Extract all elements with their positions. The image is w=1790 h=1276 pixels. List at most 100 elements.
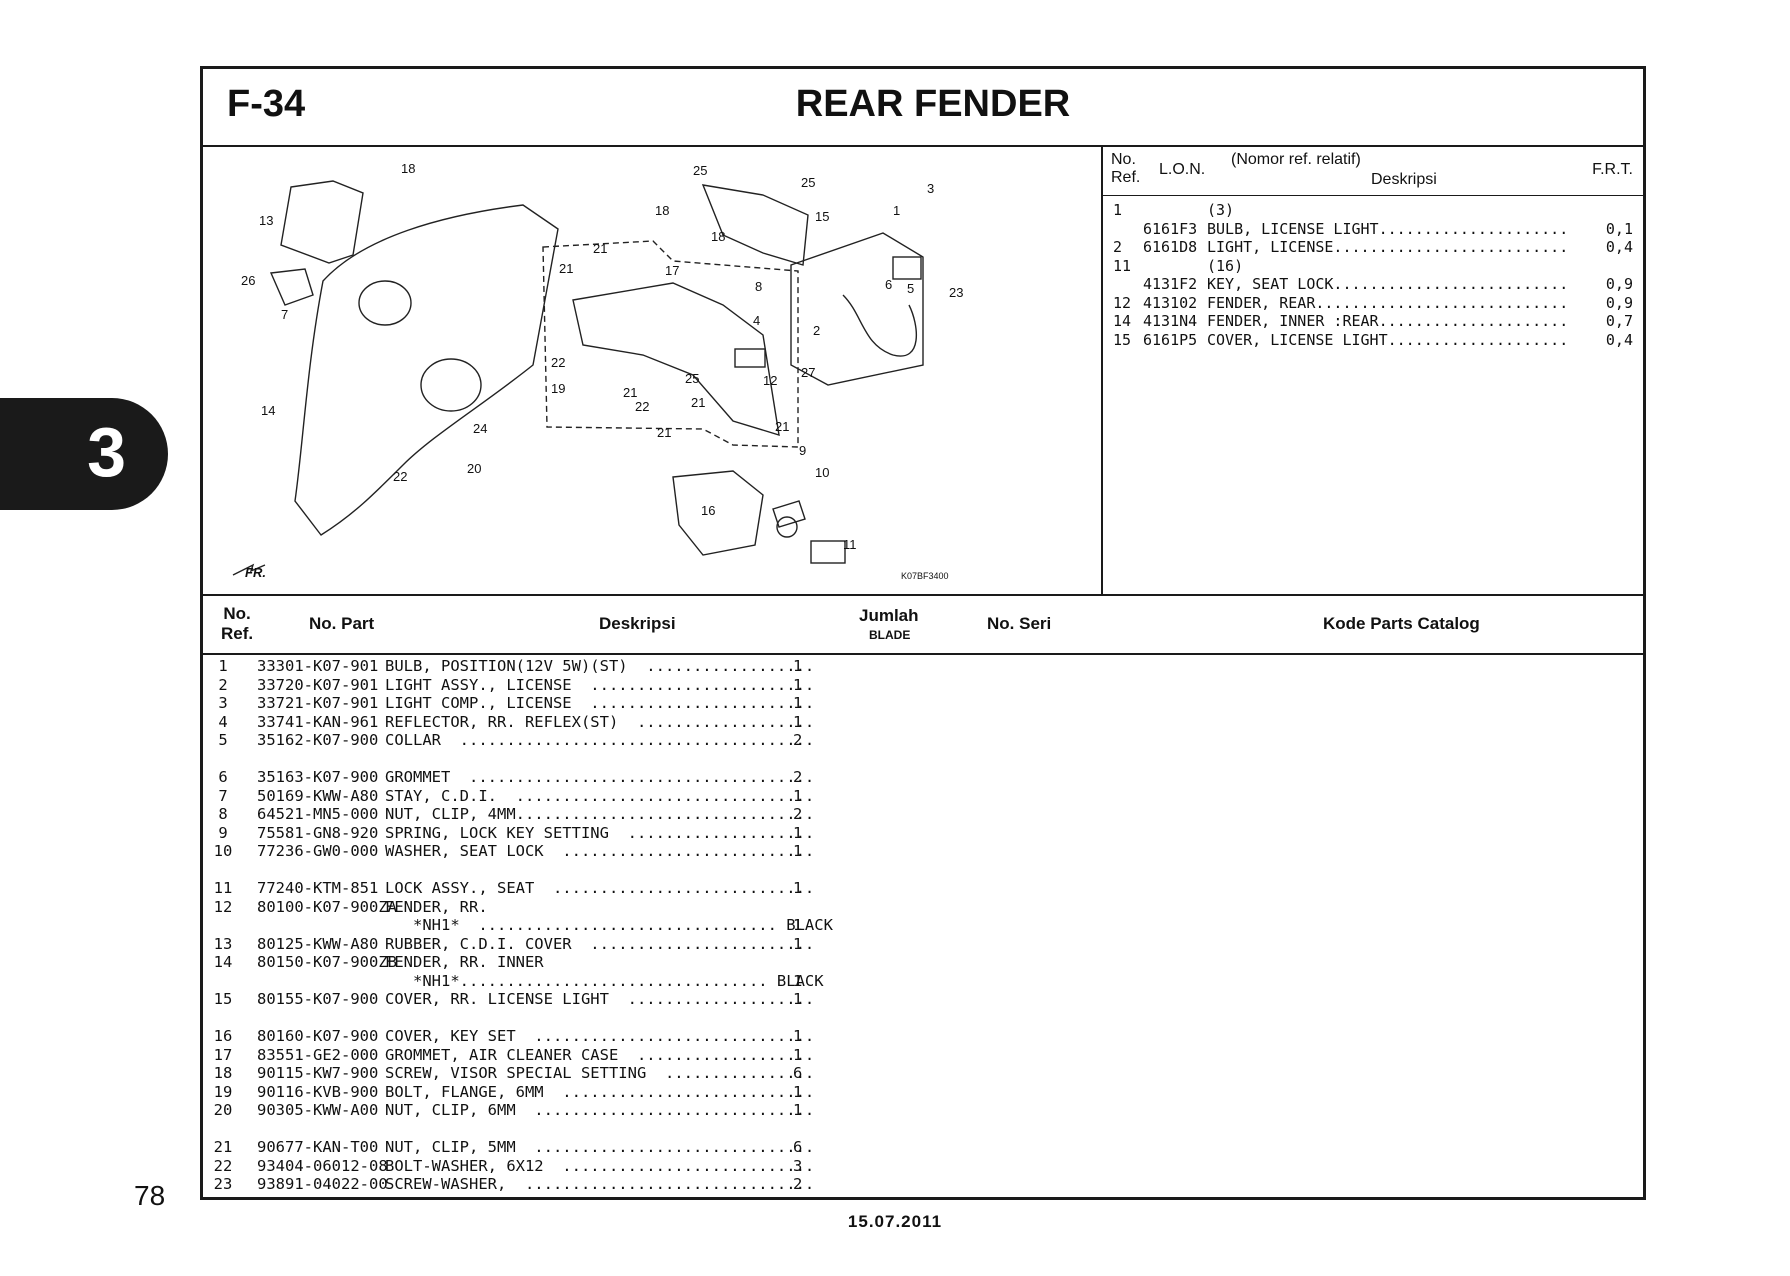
callout-number: 22 (635, 399, 649, 414)
callout-number: 8 (755, 279, 762, 294)
lon-cell-desc: FENDER, INNER :REAR..................... (1207, 312, 1569, 330)
part-14-opening-b (420, 358, 482, 412)
footer-date: 15.07.2011 (847, 1212, 943, 1231)
lon-cell-frt: 0,4 (1605, 238, 1633, 256)
parts-cell-qty: 6 (793, 1138, 803, 1156)
lon-cell-desc: FENDER, REAR............................ (1207, 293, 1569, 312)
lon-cell-lon: 6161D8 (1143, 238, 1198, 256)
callout-number: 4 (753, 313, 760, 328)
callout-number: 22 (551, 355, 565, 370)
parts-cell-part: 90677-KAN-T00 (257, 1138, 379, 1156)
parts-cell-part: 35163-K07-900 (257, 768, 379, 786)
parts-cell-ref: 15 (213, 990, 233, 1008)
parts-cell-ref: 18 (213, 1064, 233, 1082)
lon-cell-lon: 4131F2 (1143, 275, 1198, 293)
parts-cell-ref: 4 (218, 712, 228, 731)
fender-assembly-box (542, 240, 799, 448)
lon-cell-frt: 0,4 (1605, 330, 1633, 349)
callout-number: 11 (843, 537, 857, 552)
parts-cell-qty: 1 (793, 916, 803, 934)
parts-row: *NH1* ................................ B… (203, 916, 1643, 935)
parts-cell-desc: COVER, RR. LICENSE LIGHT ...............… (385, 990, 815, 1008)
parts-cell-qty: 1 (793, 1027, 803, 1045)
lon-row: 15 6161P5 COVER, LICENSE LIGHT............… (1103, 331, 1643, 350)
parts-cell-desc: *NH1*................................. B… (385, 971, 824, 990)
parts-cell-part: 75581-GN8-920 (257, 823, 379, 842)
parts-cell-desc: NUT, CLIP, 6MM .........................… (385, 1101, 815, 1119)
lon-cell-ref: 12 (1113, 293, 1132, 312)
parts-cell-desc: STAY, C.D.I. ...........................… (385, 786, 815, 805)
parts-cell-ref: 13 (213, 934, 233, 953)
part-14-inner-fender (294, 204, 559, 536)
lon-cell-lon: 6161P5 (1143, 330, 1198, 349)
figure-reference-code: K07BF3400 (901, 571, 949, 581)
page-title: REAR FENDER (795, 83, 1071, 125)
part-14-opening-a (358, 280, 412, 326)
lon-cell-desc: COVER, LICENSE LIGHT.................... (1207, 330, 1569, 349)
parts-cell-desc: LIGHT ASSY., LICENSE ...................… (385, 675, 815, 694)
title-bar: F-34 REAR FENDER (203, 69, 1643, 147)
callout-number: 21 (691, 395, 705, 410)
parts-header-kode: Kode Parts Catalog (1323, 614, 1480, 633)
callout-number: 21 (775, 419, 789, 434)
parts-cell-part: 35162-K07-900 (257, 731, 379, 749)
parts-cell-part: 80160-K07-900 (257, 1027, 379, 1045)
parts-cell-qty: 1 (793, 675, 803, 694)
parts-cell-qty: 1 (793, 712, 803, 731)
lon-header-lon: L.O.N. (1159, 161, 1206, 178)
parts-cell-desc: WASHER, SEAT LOCK ......................… (385, 842, 815, 860)
parts-cell-desc: GROMMET ................................… (385, 768, 815, 786)
callout-number: 9 (799, 443, 806, 458)
page-number: 78 (134, 1180, 166, 1211)
parts-row: *NH1*................................. B… (203, 972, 1643, 991)
section-tab-number: 3 (87, 413, 126, 491)
parts-cell-desc: NUT, CLIP, 4MM..........................… (385, 805, 815, 823)
parts-cell-part: 77240-KTM-851 (257, 879, 379, 897)
parts-cell-part: 83551-GE2-000 (257, 1045, 379, 1064)
parts-cell-desc: NUT, CLIP, 5MM .........................… (385, 1138, 815, 1156)
lon-cell-lon: 6161F3 (1143, 219, 1198, 238)
part-16-key-cover (672, 470, 764, 556)
callout-number: 6 (885, 277, 892, 292)
parts-cell-qty: 1 (793, 657, 803, 675)
parts-cell-ref: 16 (213, 1027, 233, 1045)
callout-number: 27 (801, 365, 815, 380)
parts-cell-qty: 1 (793, 971, 803, 990)
figure-code: F-34 (227, 83, 306, 125)
callout-number: 18 (401, 161, 415, 176)
callout-number: 5 (907, 281, 914, 296)
parts-cell-ref: 7 (218, 786, 228, 805)
part-15-cover (701, 184, 809, 266)
lon-header-deskripsi: Deskripsi (1371, 171, 1437, 188)
callout-number: 3 (927, 181, 934, 196)
parts-cell-desc: RUBBER, C.D.I. COVER ...................… (385, 934, 815, 953)
lon-header-no-ref: No. Ref. (1111, 151, 1141, 186)
lon-cell-ref: 15 (1113, 330, 1132, 349)
parts-cell-part: 33720-K07-901 (257, 675, 379, 694)
part-3-socket (892, 256, 922, 280)
parts-cell-desc: SPRING, LOCK KEY SETTING ...............… (385, 823, 815, 842)
callout-number: 21 (623, 385, 637, 400)
callout-number: 7 (281, 307, 288, 322)
lon-cell-desc: (3) (1207, 201, 1235, 219)
lon-cell-desc: KEY, SEAT LOCK.......................... (1207, 275, 1569, 293)
part-9-spring (772, 500, 806, 528)
parts-cell-ref: 14 (213, 953, 233, 971)
parts-header-jumlah: Jumlah (859, 606, 919, 625)
callout-number: 21 (559, 261, 573, 276)
parts-cell-part: 90116-KVB-900 (257, 1082, 379, 1101)
callout-number: 18 (711, 229, 725, 244)
callout-number: 25 (801, 175, 815, 190)
